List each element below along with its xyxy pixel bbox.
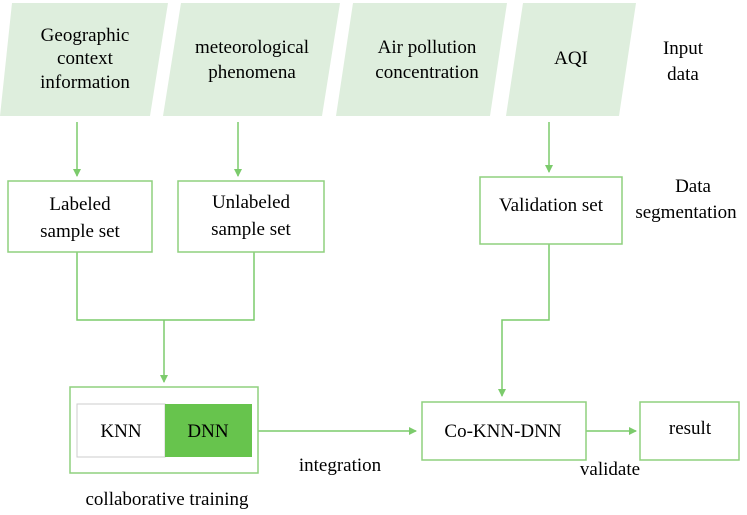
input-label-line: AQI <box>554 48 588 69</box>
box-unlabeled-sample-set: Unlabeled sample set <box>177 180 325 253</box>
input-geographic-context: Geographic context information <box>0 3 168 116</box>
input-parallelogram <box>506 3 636 116</box>
box-validation-set: Validation set <box>479 176 623 245</box>
box-frame <box>421 401 587 461</box>
edge-label-validate: validate <box>580 459 640 480</box>
side-label-line: Input <box>663 38 704 59</box>
box-frame <box>479 176 623 245</box>
input-label-line: information <box>40 72 130 93</box>
input-label-line: context <box>57 48 114 69</box>
box-label-line: Unlabeled <box>212 192 291 213</box>
input-label-line: concentration <box>375 62 479 83</box>
label-input-data: Input data <box>663 38 704 85</box>
input-label-line: Air pollution <box>378 37 477 58</box>
box-frame <box>177 180 325 253</box>
box-frame <box>7 180 153 253</box>
knn-box <box>76 403 166 458</box>
input-aqi: AQI <box>506 3 636 116</box>
box-label-line: sample set <box>211 219 291 240</box>
input-parallelogram <box>336 3 507 116</box>
merge-labeled-unlabeled <box>76 252 255 321</box>
caption-collaborative-training: collaborative training <box>85 489 249 510</box>
side-label-line: Data <box>675 176 711 197</box>
input-label-line: phenomena <box>208 62 296 83</box>
box-result: result <box>639 401 740 461</box>
side-label-line: segmentation <box>635 202 737 223</box>
box-label-line: sample set <box>40 221 120 242</box>
input-label-line: Geographic <box>41 25 130 46</box>
input-label-line: meteorological <box>195 37 309 58</box>
box-co-knn-dnn: Co-KNN-DNN <box>421 401 587 461</box>
edge-label-integration: integration <box>299 455 382 476</box>
box-labeled-sample-set: Labeled sample set <box>7 180 153 253</box>
dnn-box <box>165 404 252 457</box>
input-parallelogram <box>163 3 340 116</box>
input-meteorological-phenomena: meteorological phenomena <box>163 3 340 116</box>
box-label-line: Validation set <box>499 195 604 216</box>
co-knn-dnn-label: Co-KNN-DNN <box>444 421 561 442</box>
arrow-validation-to-co-knn-dnn <box>498 244 550 397</box>
input-air-pollution-concentration: Air pollution concentration <box>336 3 507 116</box>
side-label-line: data <box>667 64 699 85</box>
result-label: result <box>669 418 712 439</box>
group-collaborative-training: KNN DNN <box>69 386 259 474</box>
box-frame <box>639 401 740 461</box>
label-data-segmentation: Data segmentation <box>635 176 737 223</box>
input-parallelogram <box>0 3 168 116</box>
dnn-label: DNN <box>187 421 228 442</box>
box-label-line: Labeled <box>49 194 111 215</box>
knn-label: KNN <box>100 421 141 442</box>
